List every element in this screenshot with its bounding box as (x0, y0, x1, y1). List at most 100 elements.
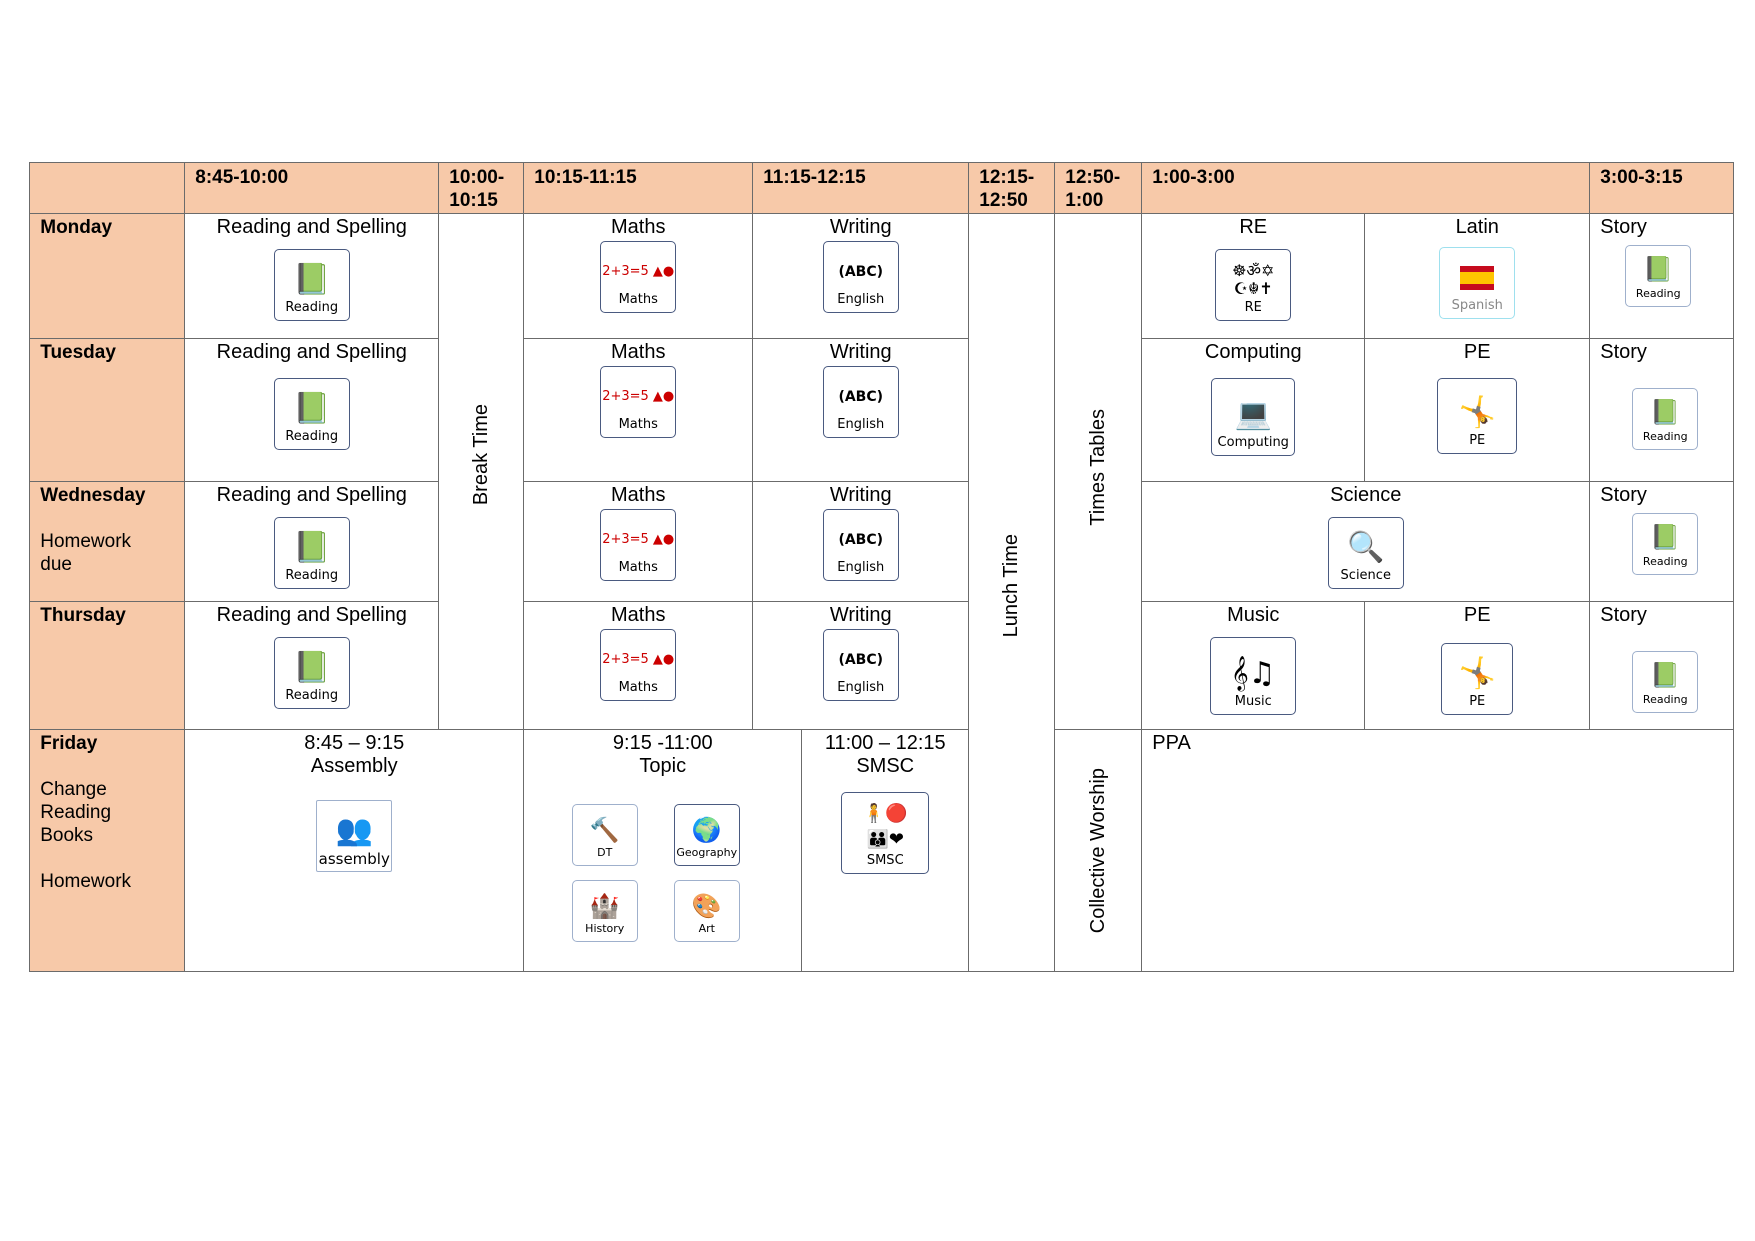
times-tables: Times Tables (1054, 213, 1143, 731)
lesson-computing-tuesday: Computing 💻Computing (1141, 338, 1366, 483)
assembly-icon: 👥 (335, 813, 373, 849)
lesson-time: 9:15 -11:00 (612, 732, 713, 755)
symbol-label: Maths (618, 680, 658, 696)
day-label: Wednesday (40, 485, 146, 507)
maths-icon: 2+3=5 ▲● (602, 652, 675, 668)
lesson-title: Topic (639, 755, 687, 778)
reading-icon: 📗 (1643, 255, 1674, 284)
music-symbol: 𝄞♫Music (1210, 637, 1297, 716)
symbol-label: Maths (618, 560, 658, 576)
lesson-title: Writing (829, 484, 892, 507)
lesson-pe-tuesday: PE 🤸 PE (1364, 338, 1591, 483)
reading-icon: 📗 (293, 530, 331, 566)
reading-icon: 📗 (293, 650, 331, 686)
collective-worship: Collective Worship (1054, 729, 1143, 973)
symbol-label: PE (1469, 433, 1486, 449)
reading-icon: 📗 (1650, 661, 1681, 690)
lesson-time: 11:00 – 12:15 (824, 732, 946, 755)
symbol-label: English (837, 417, 885, 433)
re-symbol: ☸ॐ✡☪☬✝RE (1215, 249, 1292, 322)
reading-symbol: 📗 Reading (273, 249, 350, 322)
symbol-label: Maths (618, 292, 658, 308)
break-time: Break Time (438, 213, 525, 731)
lesson-writing-wednesday: Writing(ABC)English (752, 481, 970, 603)
lesson-title: Maths (611, 216, 666, 239)
lunch-time: Lunch Time (968, 213, 1056, 973)
header-time: 1:00-3:00 (1141, 162, 1591, 215)
day-tuesday: Tuesday (29, 338, 186, 483)
lesson-maths-thursday: Maths 2+3=5 ▲● Maths (523, 601, 754, 731)
lesson-title: Writing (829, 341, 892, 364)
laptop-icon: 💻 (1234, 397, 1272, 433)
day-label: Tuesday (40, 342, 116, 364)
pe-symbol: 🤸 PE (1441, 643, 1514, 716)
lesson-title: RE (1239, 216, 1268, 239)
symbol-label: PE (1469, 694, 1486, 710)
day-note: Change Reading Books (40, 779, 112, 847)
abc-icon: (ABC) (838, 652, 884, 669)
spain-flag-icon (1460, 266, 1495, 291)
symbol-label: Maths (618, 417, 658, 433)
symbol-label: DT (597, 846, 613, 860)
maths-symbol: 2+3=5 ▲● Maths (600, 629, 677, 702)
reading-symbol: 📗Reading (1632, 513, 1699, 576)
lesson-reading-tuesday: Reading and Spelling📗Reading (184, 338, 440, 483)
lesson-title: Reading and Spelling (216, 604, 407, 627)
lesson-title: Computing (1204, 341, 1302, 364)
reading-icon: 📗 (293, 391, 331, 427)
header-time: 10:15-11:15 (523, 162, 754, 215)
dt-symbol: 🔨DT (571, 804, 638, 867)
symbol-label: Reading (285, 300, 339, 316)
maths-icon: 2+3=5 ▲● (602, 532, 675, 548)
computing-symbol: 💻Computing (1211, 378, 1296, 457)
header-time: 8:45-10:00 (184, 162, 440, 215)
lesson-title: Latin (1455, 216, 1499, 239)
pe-icon: 🤸 (1458, 395, 1496, 431)
symbol-label: Reading (1642, 430, 1688, 444)
english-symbol: (ABC)English (822, 509, 899, 582)
header-time: 10:00-10:15 (438, 162, 525, 215)
english-symbol: (ABC)English (822, 629, 899, 702)
pe-icon: 🤸 (1458, 656, 1496, 692)
smsc-icon: 🧍🔴👪❤ (862, 803, 908, 851)
lesson-reading-wednesday: Reading and Spelling📗Reading (184, 481, 440, 603)
globe-icon: 🌍 (691, 816, 722, 845)
pe-symbol: 🤸 PE (1437, 378, 1518, 455)
day-monday: Monday (29, 213, 186, 340)
easel-icon: 🎨 (691, 892, 722, 921)
spanish-symbol: Spanish (1439, 247, 1516, 320)
header-time: 3:00-3:15 (1589, 162, 1735, 215)
lesson-title: PE (1463, 341, 1491, 364)
reading-icon: 📗 (1650, 523, 1681, 552)
english-symbol: (ABC)English (822, 366, 899, 439)
symbol-label: Art (698, 922, 715, 936)
lesson-maths-wednesday: Maths 2+3=5 ▲● Maths (523, 481, 754, 603)
reading-icon: 📗 (293, 262, 331, 298)
symbol-label: Reading (285, 688, 339, 704)
lesson-title: Science (1330, 484, 1402, 507)
lesson-story-tuesday: Story📗Reading (1589, 338, 1735, 483)
lesson-writing-tuesday: Writing(ABC)English (752, 338, 970, 483)
day-note: Homework due (40, 531, 132, 576)
lesson-title: Story (1600, 604, 1647, 627)
lesson-writing-thursday: Writing(ABC)English (752, 601, 970, 731)
header-time: 12:15-12:50 (968, 162, 1056, 215)
reading-symbol: 📗Reading (273, 378, 350, 451)
lesson-title: Maths (611, 484, 666, 507)
symbol-label: RE (1244, 300, 1262, 316)
lesson-title: Maths (611, 604, 666, 627)
day-label: Thursday (40, 605, 126, 627)
lesson-title: Maths (611, 341, 666, 364)
lesson-title: Assembly (310, 755, 398, 778)
symbol-label: Science (1340, 568, 1391, 584)
lesson-title: Music (1227, 604, 1280, 627)
reading-icon: 📗 (1650, 398, 1681, 427)
lesson-story-thursday: Story📗Reading (1589, 601, 1735, 731)
history-symbol: 🏰History (571, 880, 638, 943)
lesson-title: Writing (829, 604, 892, 627)
